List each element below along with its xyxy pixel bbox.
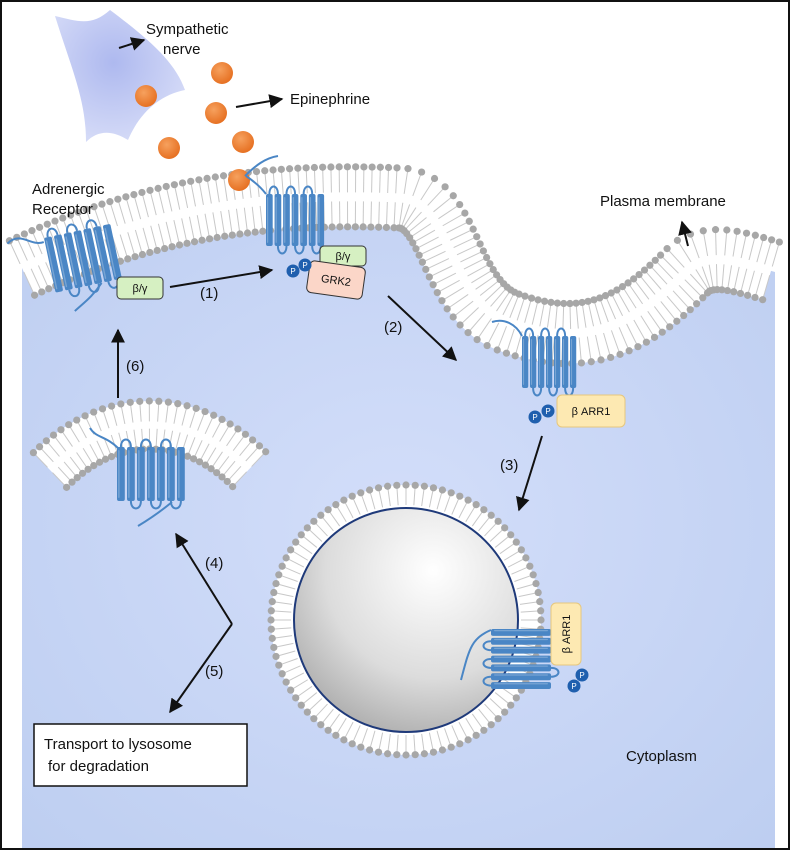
phospho-group-vesicle: P P: [567, 668, 589, 693]
svg-text:P: P: [302, 261, 307, 270]
arrow-sympathetic-nerve: [118, 37, 146, 51]
sympathetic-nerve-terminal: [55, 10, 185, 142]
label-epinephrine: Epinephrine: [290, 91, 370, 108]
label-step-5: (5): [205, 663, 223, 680]
svg-text:P: P: [579, 671, 584, 680]
svg-text:GRK2: GRK2: [320, 273, 351, 289]
svg-text:P: P: [571, 682, 576, 691]
epinephrine-molecules: [135, 62, 254, 191]
label-plasma-membrane: Plasma membrane: [600, 193, 726, 210]
svg-text:P: P: [532, 413, 537, 422]
label-step-2: (2): [384, 319, 402, 336]
adrenergic-receptor-internalized: [460, 629, 560, 690]
arrow-step-3: [516, 435, 543, 512]
arrow-step-5: [169, 623, 233, 714]
beta-arr1-box: β ARR1: [556, 394, 626, 428]
ligand-tail: [244, 155, 279, 177]
svg-text:β/γ: β/γ: [336, 251, 351, 263]
label-step-6: (6): [126, 358, 144, 375]
svg-text:for degradation: for degradation: [48, 758, 149, 775]
svg-text:β/γ: β/γ: [133, 283, 148, 295]
svg-text:β ARR1: β ARR1: [572, 406, 611, 418]
arrow-step-2: [387, 295, 458, 361]
pathway-arrows: [111, 37, 692, 714]
endosome-vesicle: [293, 507, 519, 733]
recycling-membrane-fragment: [29, 397, 270, 491]
endosome-membrane: [267, 481, 545, 759]
arrow-step-1: [169, 265, 274, 288]
beta-arr1-box-vesicle: β ARR1: [550, 602, 582, 666]
label-adrenergic-2: Receptor: [32, 201, 93, 218]
svg-text:β ARR1: β ARR1: [561, 615, 573, 654]
arrow-epinephrine: [235, 94, 284, 109]
adrenergic-receptor-recycled: [89, 427, 185, 527]
label-sympathetic-nerve-1: Sympathetic: [146, 21, 229, 38]
phospho-group-arr1: P P: [528, 404, 555, 424]
adrenergic-receptor-2: [245, 175, 325, 255]
beta-gamma-box-2: β/γ: [319, 245, 367, 267]
svg-text:P: P: [290, 267, 295, 276]
beta-gamma-box-1: β/γ: [116, 276, 164, 300]
svg-text:Transport to lysosome: Transport to lysosome: [44, 736, 192, 753]
lysosome-box: Transport to lysosome for degradation: [33, 723, 248, 787]
grk2-box: GRK2: [306, 260, 366, 300]
arrow-plasma-membrane: [678, 220, 692, 247]
adrenergic-receptor-1: [6, 219, 122, 312]
arrow-step-4: [175, 532, 233, 625]
phospho-group-grk2: P P: [286, 258, 312, 278]
svg-text:P: P: [545, 407, 550, 416]
label-adrenergic-1: Adrenergic: [32, 181, 105, 198]
label-step-1: (1): [200, 285, 218, 302]
label-step-4: (4): [205, 555, 223, 572]
label-cytoplasm: Cytoplasm: [626, 748, 697, 765]
label-sympathetic-nerve-2: nerve: [163, 41, 201, 58]
adrenergic-receptor-3: [491, 319, 577, 397]
label-step-3: (3): [500, 457, 518, 474]
